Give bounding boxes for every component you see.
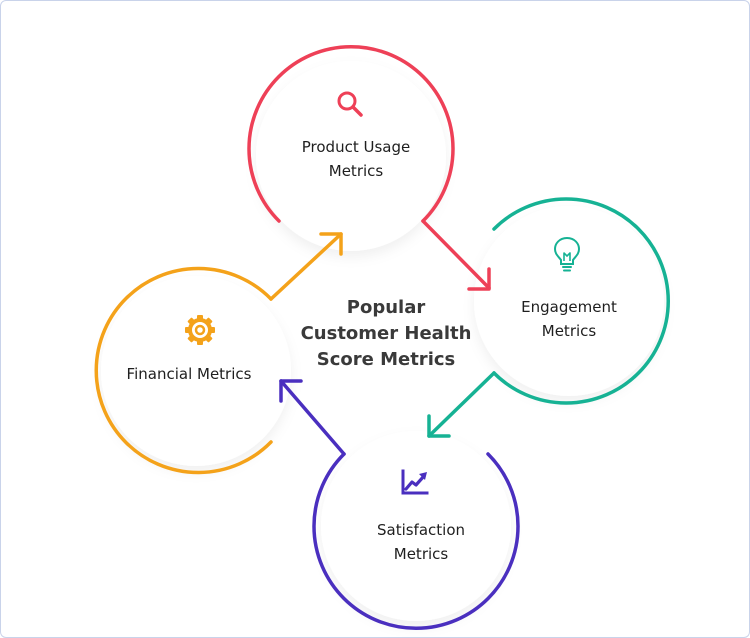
node-label-product-usage: Product Usage Metrics <box>271 135 441 183</box>
node-label-line: Metrics <box>393 545 449 563</box>
financial-connector <box>269 232 343 301</box>
engagement-ring <box>492 197 670 405</box>
satisfaction-ring <box>312 452 520 630</box>
engagement-arrowhead <box>427 414 451 438</box>
satisfaction-arrowhead <box>279 379 303 403</box>
financial-arrowhead <box>319 232 343 256</box>
node-label-line: Financial Metrics <box>126 365 252 383</box>
center-title-line: Customer Health <box>300 323 472 344</box>
satisfaction-connector <box>279 379 346 456</box>
node-label-engagement: Engagement Metrics <box>489 295 649 343</box>
node-label-satisfaction: Satisfaction Metrics <box>336 518 506 566</box>
financial-ring <box>94 266 273 475</box>
center-title-line: Popular <box>346 297 426 318</box>
engagement-connector <box>427 371 496 438</box>
search-icon <box>337 91 363 117</box>
node-label-line: Metrics <box>541 322 597 340</box>
node-label-line: Engagement <box>521 298 617 316</box>
node-label-line: Product Usage <box>301 138 411 156</box>
node-label-line: Metrics <box>328 162 384 180</box>
product-usage-arrowhead <box>467 267 491 291</box>
lightbulb-icon <box>553 236 581 272</box>
trend-chart-icon <box>401 469 429 495</box>
product-usage-connector <box>421 219 491 290</box>
node-label-financial: Financial Metrics <box>109 362 269 386</box>
node-label-line: Satisfaction <box>376 521 466 539</box>
center-title-line: Score Metrics <box>316 349 456 370</box>
product-usage-ring <box>247 45 455 223</box>
center-title: Popular Customer Health Score Metrics <box>286 295 486 373</box>
gear-icon <box>185 315 215 345</box>
